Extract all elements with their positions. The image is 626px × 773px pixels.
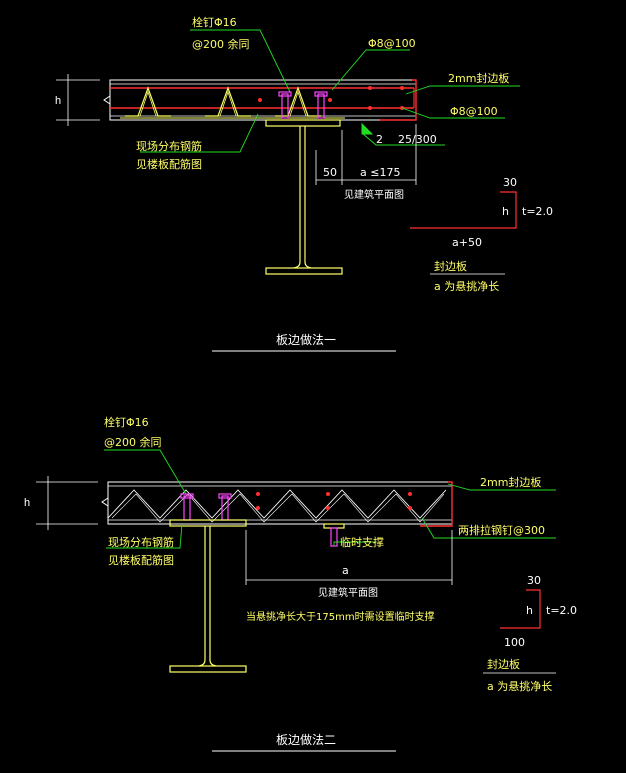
profile-t-label: t=2.0 [546, 604, 577, 617]
profile-100-label: 100 [504, 636, 525, 649]
weld-size-label: 2 [376, 133, 383, 146]
truss-zigzag [107, 489, 447, 519]
shear-stud [221, 495, 229, 521]
tie-rebar-label: 两排拉钢钉@300 [458, 523, 545, 537]
steel-i-beam [169, 519, 247, 673]
edge-plate-label: 2mm封边板 [480, 475, 541, 489]
leader-lines [104, 449, 556, 549]
dim-h [56, 74, 100, 126]
break-mark [103, 80, 111, 120]
dist-rebar-line2: 见楼板配筋图 [136, 157, 202, 171]
edge-plate [380, 79, 417, 121]
steel-i-beam [265, 119, 343, 275]
dim-a-label: a ≤175 [360, 166, 400, 179]
rebar-dot [408, 492, 412, 496]
top-rebar-label: Φ8@100 [368, 37, 416, 50]
stud-label-line1: 栓钉Φ16 [192, 15, 237, 29]
truss-zigzag [111, 493, 445, 523]
leader-lines [140, 29, 520, 153]
see-arch-label: 见建筑平面图 [344, 188, 404, 201]
dist-rebar-line2: 见楼板配筋图 [108, 553, 174, 567]
dim-50-label: 50 [323, 166, 337, 179]
rebar-dot [368, 86, 372, 90]
dim-h [36, 476, 98, 530]
profile-a50-label: a+50 [452, 236, 482, 249]
shear-stud [281, 93, 289, 119]
rebar-dot [328, 98, 332, 102]
legend-line2: a 为悬挑净长 [434, 279, 499, 293]
rebar-dot [256, 506, 260, 510]
stud-head [218, 493, 232, 499]
caption-detail-one: 板边做法一 [276, 332, 336, 347]
plate-profile [500, 589, 541, 629]
dim-h-label: h [24, 497, 30, 509]
truss-wave [277, 90, 319, 117]
legend-line2: a 为悬挑净长 [487, 679, 552, 693]
dist-rebar-line1: 现场分布钢筋 [108, 535, 174, 549]
profile-h-label: h [526, 604, 533, 617]
detail-two: h 栓钉Φ16 @200 余同 2mm封边板 两排拉钢钉@300 现场分布钢筋 … [24, 415, 577, 752]
rebar-dot [256, 492, 260, 496]
caption-detail-two: 板边做法二 [276, 732, 336, 747]
shear-stud [183, 495, 191, 521]
detail-one: h 栓钉Φ16 @200 余同 Φ8@100 2mm封边板 Φ8@100 2 2… [55, 15, 553, 352]
support-note: 当悬挑净长大于175mm时需设置临时支撑 [246, 610, 435, 623]
rebar-dot [326, 506, 330, 510]
edge-plate-label: 2mm封边板 [448, 71, 509, 85]
dim-h-label: h [55, 95, 61, 107]
rebar-dot [368, 106, 372, 110]
weld-symbol-icon [361, 122, 374, 135]
stud-head [314, 91, 328, 97]
dim-a [315, 124, 417, 185]
shear-stud [317, 93, 325, 119]
dim-a-label: a [342, 564, 349, 577]
stud-label-line2: @200 余同 [192, 37, 250, 51]
stud-label-line1: 栓钉Φ16 [104, 415, 149, 429]
stud-head [180, 493, 194, 499]
legend-line1: 封边板 [434, 259, 467, 273]
rebar-dot [258, 98, 262, 102]
edge-plate [420, 481, 453, 527]
profile-t-label: t=2.0 [522, 205, 553, 218]
slab-outline [109, 79, 417, 121]
break-mark [101, 482, 109, 524]
stud-head [278, 91, 292, 97]
profile-30-label: 30 [503, 176, 517, 189]
dim-a [245, 530, 453, 585]
truss-wave [127, 90, 169, 117]
weld-spacing-label: 25/300 [398, 133, 437, 146]
truss-wave [207, 90, 249, 117]
rebar-dot [400, 86, 404, 90]
bottom-rebar-label: Φ8@100 [450, 105, 498, 118]
profile-30-label: 30 [527, 574, 541, 587]
dist-rebar-line1: 现场分布钢筋 [136, 139, 202, 153]
stud-label-line2: @200 余同 [104, 435, 162, 449]
see-arch-label: 见建筑平面图 [318, 586, 378, 599]
temp-support-label: 临时支撑 [340, 535, 384, 549]
profile-h-label: h [502, 205, 509, 218]
legend-line1: 封边板 [487, 657, 520, 671]
rebar-dot [326, 492, 330, 496]
rebar-dot [408, 506, 412, 510]
plate-profile [410, 191, 517, 229]
